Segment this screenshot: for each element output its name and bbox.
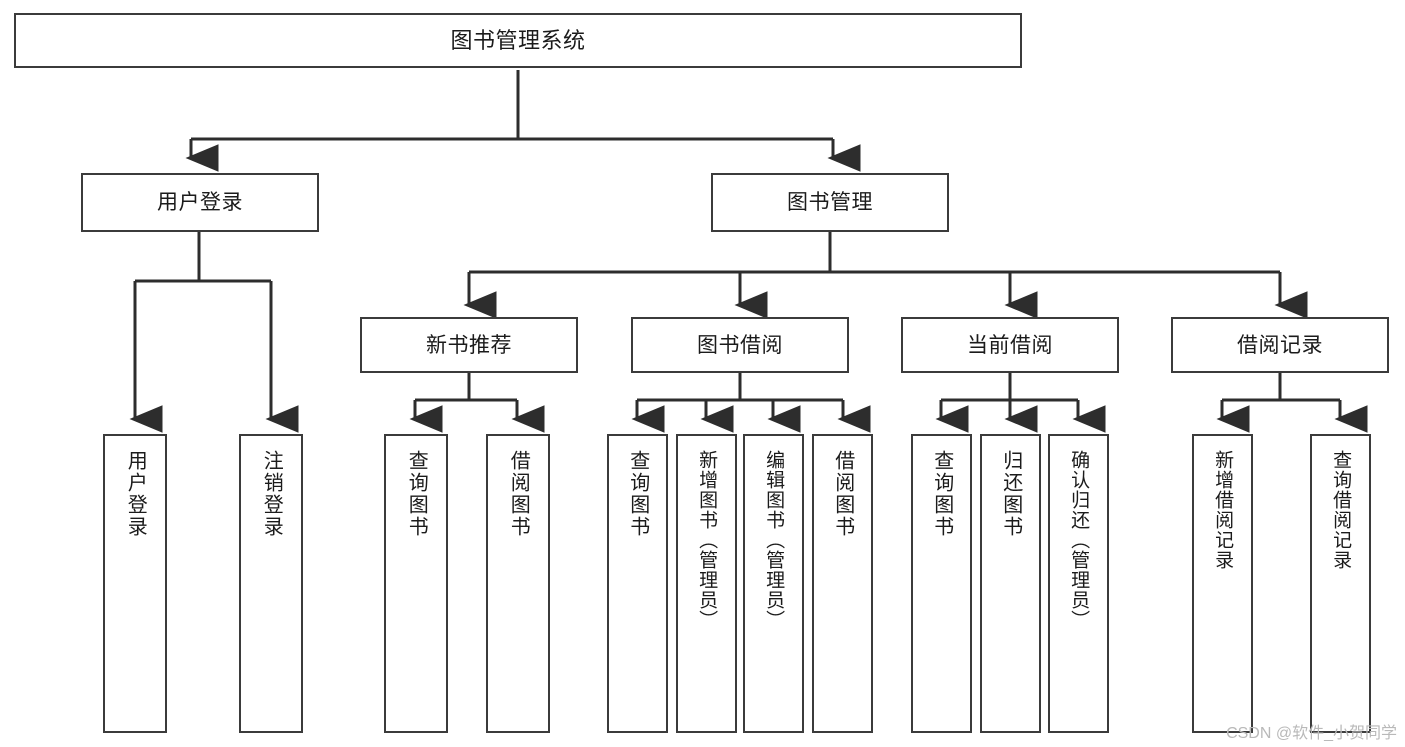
- node-label: 图书管理: [787, 191, 873, 214]
- node-label: 查询图书: [626, 450, 649, 538]
- node-leaf-borrow-book-recommend[interactable]: 借阅图书: [486, 434, 550, 733]
- node-book-management[interactable]: 图书管理: [711, 173, 949, 232]
- node-leaf-logout[interactable]: 注销登录: [239, 434, 303, 733]
- node-label: 新增借阅记录: [1212, 450, 1234, 570]
- node-label: 借阅图书: [507, 450, 530, 538]
- node-label: 注销登录: [260, 450, 283, 538]
- node-label: 图书借阅: [697, 333, 783, 357]
- node-label: 归还图书: [999, 450, 1022, 538]
- node-label: 查询图书: [930, 450, 953, 538]
- csdn-watermark: CSDN @软件_小贺同学: [1226, 725, 1397, 742]
- node-leaf-query-book-recommend[interactable]: 查询图书: [384, 434, 448, 733]
- node-new-book-recommend[interactable]: 新书推荐: [360, 317, 578, 373]
- node-label: 确认归还（管理员）: [1068, 450, 1090, 630]
- node-label: 借阅图书: [831, 450, 854, 538]
- node-label: 用户登录: [157, 191, 243, 214]
- node-label: 新书推荐: [426, 333, 512, 357]
- node-borrow-records[interactable]: 借阅记录: [1171, 317, 1389, 373]
- node-label: 查询图书: [405, 450, 428, 538]
- node-label: 查询借阅记录: [1330, 450, 1352, 570]
- node-root-system[interactable]: 图书管理系统: [14, 13, 1022, 68]
- node-leaf-add-borrow-record[interactable]: 新增借阅记录: [1192, 434, 1253, 733]
- node-label: 用户登录: [124, 450, 147, 538]
- node-leaf-query-borrow-record[interactable]: 查询借阅记录: [1310, 434, 1371, 733]
- node-leaf-return-book[interactable]: 归还图书: [980, 434, 1041, 733]
- node-book-borrow[interactable]: 图书借阅: [631, 317, 849, 373]
- node-label: 当前借阅: [967, 333, 1053, 357]
- node-label: 图书管理系统: [450, 27, 586, 53]
- node-leaf-user-login[interactable]: 用户登录: [103, 434, 167, 733]
- node-leaf-borrow-book[interactable]: 借阅图书: [812, 434, 873, 733]
- node-label: 编辑图书（管理员）: [763, 450, 785, 630]
- node-leaf-confirm-return-admin[interactable]: 确认归还（管理员）: [1048, 434, 1109, 733]
- node-leaf-query-book-current[interactable]: 查询图书: [911, 434, 972, 733]
- node-leaf-edit-book-admin[interactable]: 编辑图书（管理员）: [743, 434, 804, 733]
- node-leaf-add-book-admin[interactable]: 新增图书（管理员）: [676, 434, 737, 733]
- node-leaf-query-book-borrow[interactable]: 查询图书: [607, 434, 668, 733]
- node-current-borrow[interactable]: 当前借阅: [901, 317, 1119, 373]
- node-user-login[interactable]: 用户登录: [81, 173, 319, 232]
- node-label: 新增图书（管理员）: [696, 450, 718, 630]
- node-label: 借阅记录: [1237, 333, 1323, 357]
